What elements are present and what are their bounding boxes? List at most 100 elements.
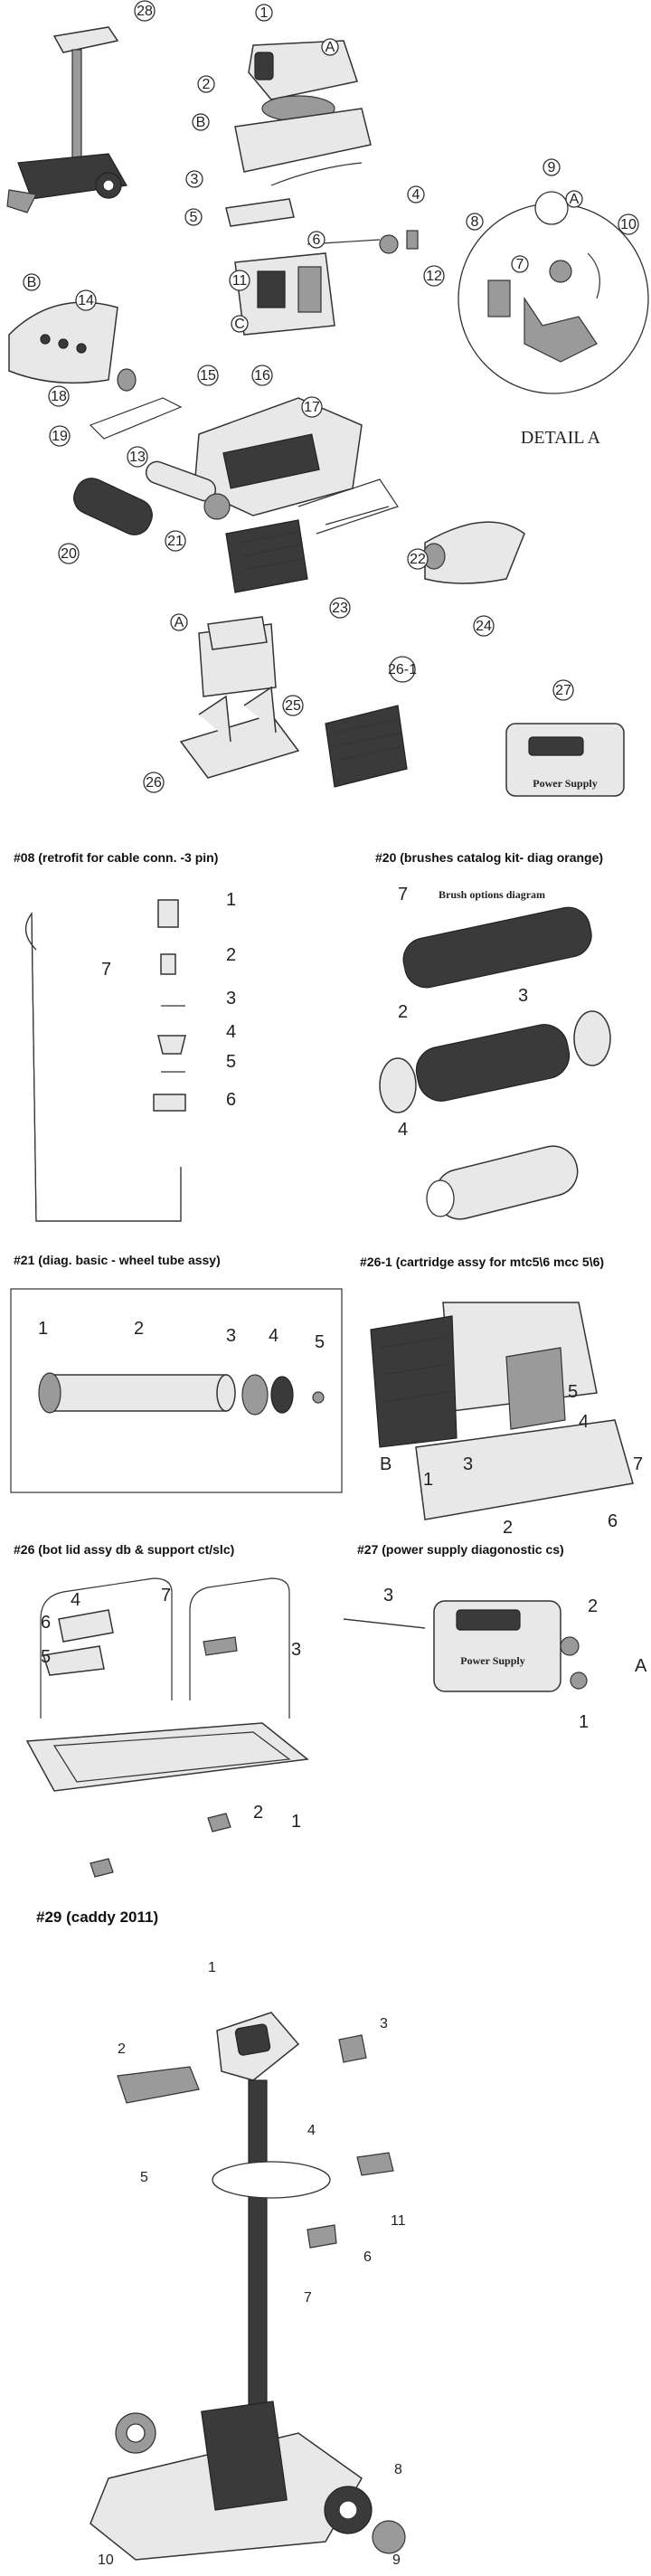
- s08-label-6: 6: [226, 1090, 236, 1110]
- s21-label-4: 4: [269, 1326, 278, 1346]
- callout-2: 2: [203, 77, 211, 92]
- s29-label-3: 3: [380, 2016, 388, 2031]
- callout-26: 26: [146, 775, 162, 791]
- section-08-title: #08 (retrofit for cable conn. -3 pin): [14, 850, 218, 865]
- brush-roller: [73, 478, 153, 535]
- section-29-title: #29 (caddy 2011): [36, 1908, 158, 1926]
- s27-label-a: A: [635, 1656, 647, 1676]
- s29-label-5: 5: [140, 2170, 148, 2185]
- callout-11: 11: [232, 273, 248, 289]
- callout-c: C: [234, 317, 245, 332]
- s08-label-2: 2: [226, 945, 236, 965]
- s26-label-5: 5: [41, 1647, 51, 1667]
- callout-13: 13: [129, 450, 146, 465]
- s26-label-1: 1: [291, 1812, 301, 1832]
- section-26-title: #26 (bot lid assy db & support ct/slc): [14, 1542, 234, 1557]
- s29-label-2: 2: [118, 2041, 126, 2057]
- side-plate-left: [8, 301, 137, 392]
- section-26-1-title: #26-1 (cartridge assy for mtc5\6 mcc 5\6…: [360, 1255, 604, 1269]
- handle-housing: [225, 40, 372, 227]
- section-26: #26 (bot lid assy db & support ct/slc) 4…: [14, 1542, 309, 1878]
- s08-label-3: 3: [226, 989, 236, 1009]
- callout-28: 28: [137, 4, 153, 19]
- s26-1-label-1: 1: [423, 1470, 433, 1490]
- callout-20: 20: [61, 546, 77, 562]
- exploded-view-main: Power Supply 1 28 A 2 B 3 5 4 6 11 12 C …: [6, 0, 649, 797]
- s29-label-11: 11: [391, 2213, 406, 2229]
- s29-label-6: 6: [363, 2249, 372, 2265]
- filter-frame: [198, 616, 277, 697]
- section-29: #29 (caddy 2011) 1 3 2 4 5 11 6 7 8 9 10: [36, 1908, 406, 2568]
- callout-24: 24: [476, 619, 492, 634]
- s26-label-3: 3: [291, 1640, 301, 1660]
- callout-b-top: B: [196, 115, 206, 130]
- s29-label-9: 9: [392, 2552, 401, 2568]
- motor-unit: [234, 230, 419, 336]
- section-08: #08 (retrofit for cable conn. -3 pin) 1 …: [14, 850, 236, 1222]
- s27-label-2: 2: [588, 1596, 598, 1616]
- callout-12: 12: [426, 269, 442, 284]
- callout-23: 23: [332, 601, 348, 616]
- s26-1-label-6: 6: [608, 1511, 618, 1531]
- filter-cartridge: [225, 519, 308, 593]
- s29-label-7: 7: [304, 2290, 312, 2306]
- callout-b-side: B: [27, 275, 37, 290]
- callout-14: 14: [78, 293, 94, 308]
- s26-1-label-5: 5: [568, 1382, 578, 1402]
- section-20-title: #20 (brushes catalog kit- diag orange): [375, 850, 603, 865]
- s08-label-1: 1: [226, 890, 236, 910]
- s26-1-label-4: 4: [579, 1412, 589, 1432]
- callout-25: 25: [285, 698, 301, 714]
- callout-6: 6: [313, 232, 321, 248]
- callout-19: 19: [52, 429, 68, 444]
- s29-label-1: 1: [208, 1960, 216, 1975]
- callout-a-lower: A: [175, 615, 184, 630]
- s26-1-label-7: 7: [633, 1454, 643, 1474]
- section-26-1: #26-1 (cartridge assy for mtc5\6 mcc 5\6…: [360, 1255, 643, 1538]
- s29-label-8: 8: [394, 2462, 402, 2477]
- callout-7: 7: [516, 257, 524, 272]
- s21-label-2: 2: [134, 1319, 144, 1339]
- callout-21: 21: [167, 534, 184, 549]
- callout-9: 9: [548, 160, 556, 175]
- s26-label-6: 6: [41, 1613, 51, 1633]
- s08-label-4: 4: [226, 1022, 236, 1042]
- callout-22: 22: [410, 552, 426, 567]
- callout-8: 8: [471, 214, 479, 230]
- power-supply-thumb-label: Power Supply: [533, 777, 597, 790]
- s29-label-10: 10: [98, 2552, 114, 2568]
- cartridge-assembly: [325, 705, 408, 788]
- s26-1-label-3: 3: [463, 1454, 473, 1474]
- s26-label-2: 2: [253, 1803, 263, 1823]
- callout-1: 1: [260, 5, 269, 21]
- detail-a-label: DETAIL A: [521, 428, 601, 448]
- s21-label-5: 5: [315, 1332, 325, 1352]
- callout-4: 4: [412, 187, 420, 203]
- section-08-labels: 1 2 3 4 5 6 7: [101, 890, 236, 1110]
- s27-label-1: 1: [579, 1712, 589, 1732]
- callout-5: 5: [190, 210, 198, 225]
- s26-1-label-2: 2: [503, 1518, 513, 1538]
- callout-15: 15: [200, 368, 216, 384]
- s08-label-5: 5: [226, 1052, 236, 1072]
- callout-18: 18: [51, 389, 67, 404]
- s26-label-4: 4: [71, 1590, 80, 1610]
- section-27-title: #27 (power supply diagonostic cs): [357, 1542, 564, 1557]
- callout-a-top: A: [326, 40, 335, 55]
- caddy-thumbnail: [6, 26, 127, 213]
- section-27: #27 (power supply diagonostic cs) Power …: [343, 1542, 647, 1732]
- s20-label-7: 7: [398, 885, 408, 904]
- s08-label-7: 7: [101, 960, 111, 980]
- section-20-subtitle: Brush options diagram: [439, 888, 545, 901]
- power-supply-thumbnail: Power Supply: [505, 723, 625, 797]
- s20-label-4: 4: [398, 1120, 408, 1140]
- section-20: #20 (brushes catalog kit- diag orange) B…: [375, 850, 611, 1220]
- s21-label-1: 1: [38, 1319, 48, 1339]
- s27-label-3: 3: [383, 1586, 393, 1605]
- chassis-body: [193, 397, 399, 535]
- side-plate-right: [422, 521, 525, 584]
- callout-16: 16: [254, 368, 270, 384]
- callout-3: 3: [191, 172, 199, 187]
- callout-17: 17: [304, 400, 320, 415]
